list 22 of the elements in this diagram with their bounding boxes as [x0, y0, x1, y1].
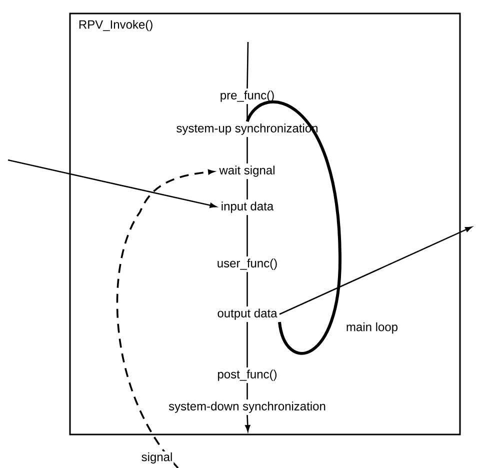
step-label: user_func(): [218, 258, 277, 270]
step-label: wait signal: [219, 166, 274, 177]
step-label: input data: [222, 202, 274, 213]
arrow: [116, 170, 214, 468]
arrow: [245, 415, 250, 432]
step-label: post_func(): [218, 370, 276, 381]
arrow: [279, 226, 472, 315]
flow-line: [246, 179, 248, 200]
step-label: pre_func(): [220, 90, 274, 102]
flow-line: [246, 383, 248, 400]
loop-curve: [246, 100, 342, 355]
edge-label: main loop: [344, 321, 400, 335]
step-label: system-down synchronization: [168, 402, 326, 413]
flow-line: [246, 137, 248, 164]
flow-line: [246, 215, 248, 256]
flow-line: [246, 322, 248, 368]
step-label: output data: [218, 308, 278, 320]
flow-line: [246, 272, 248, 306]
flow-line: [246, 42, 249, 88]
arrow: [8, 159, 216, 208]
edge-label: signal: [140, 451, 174, 465]
flow-line: [246, 104, 248, 122]
